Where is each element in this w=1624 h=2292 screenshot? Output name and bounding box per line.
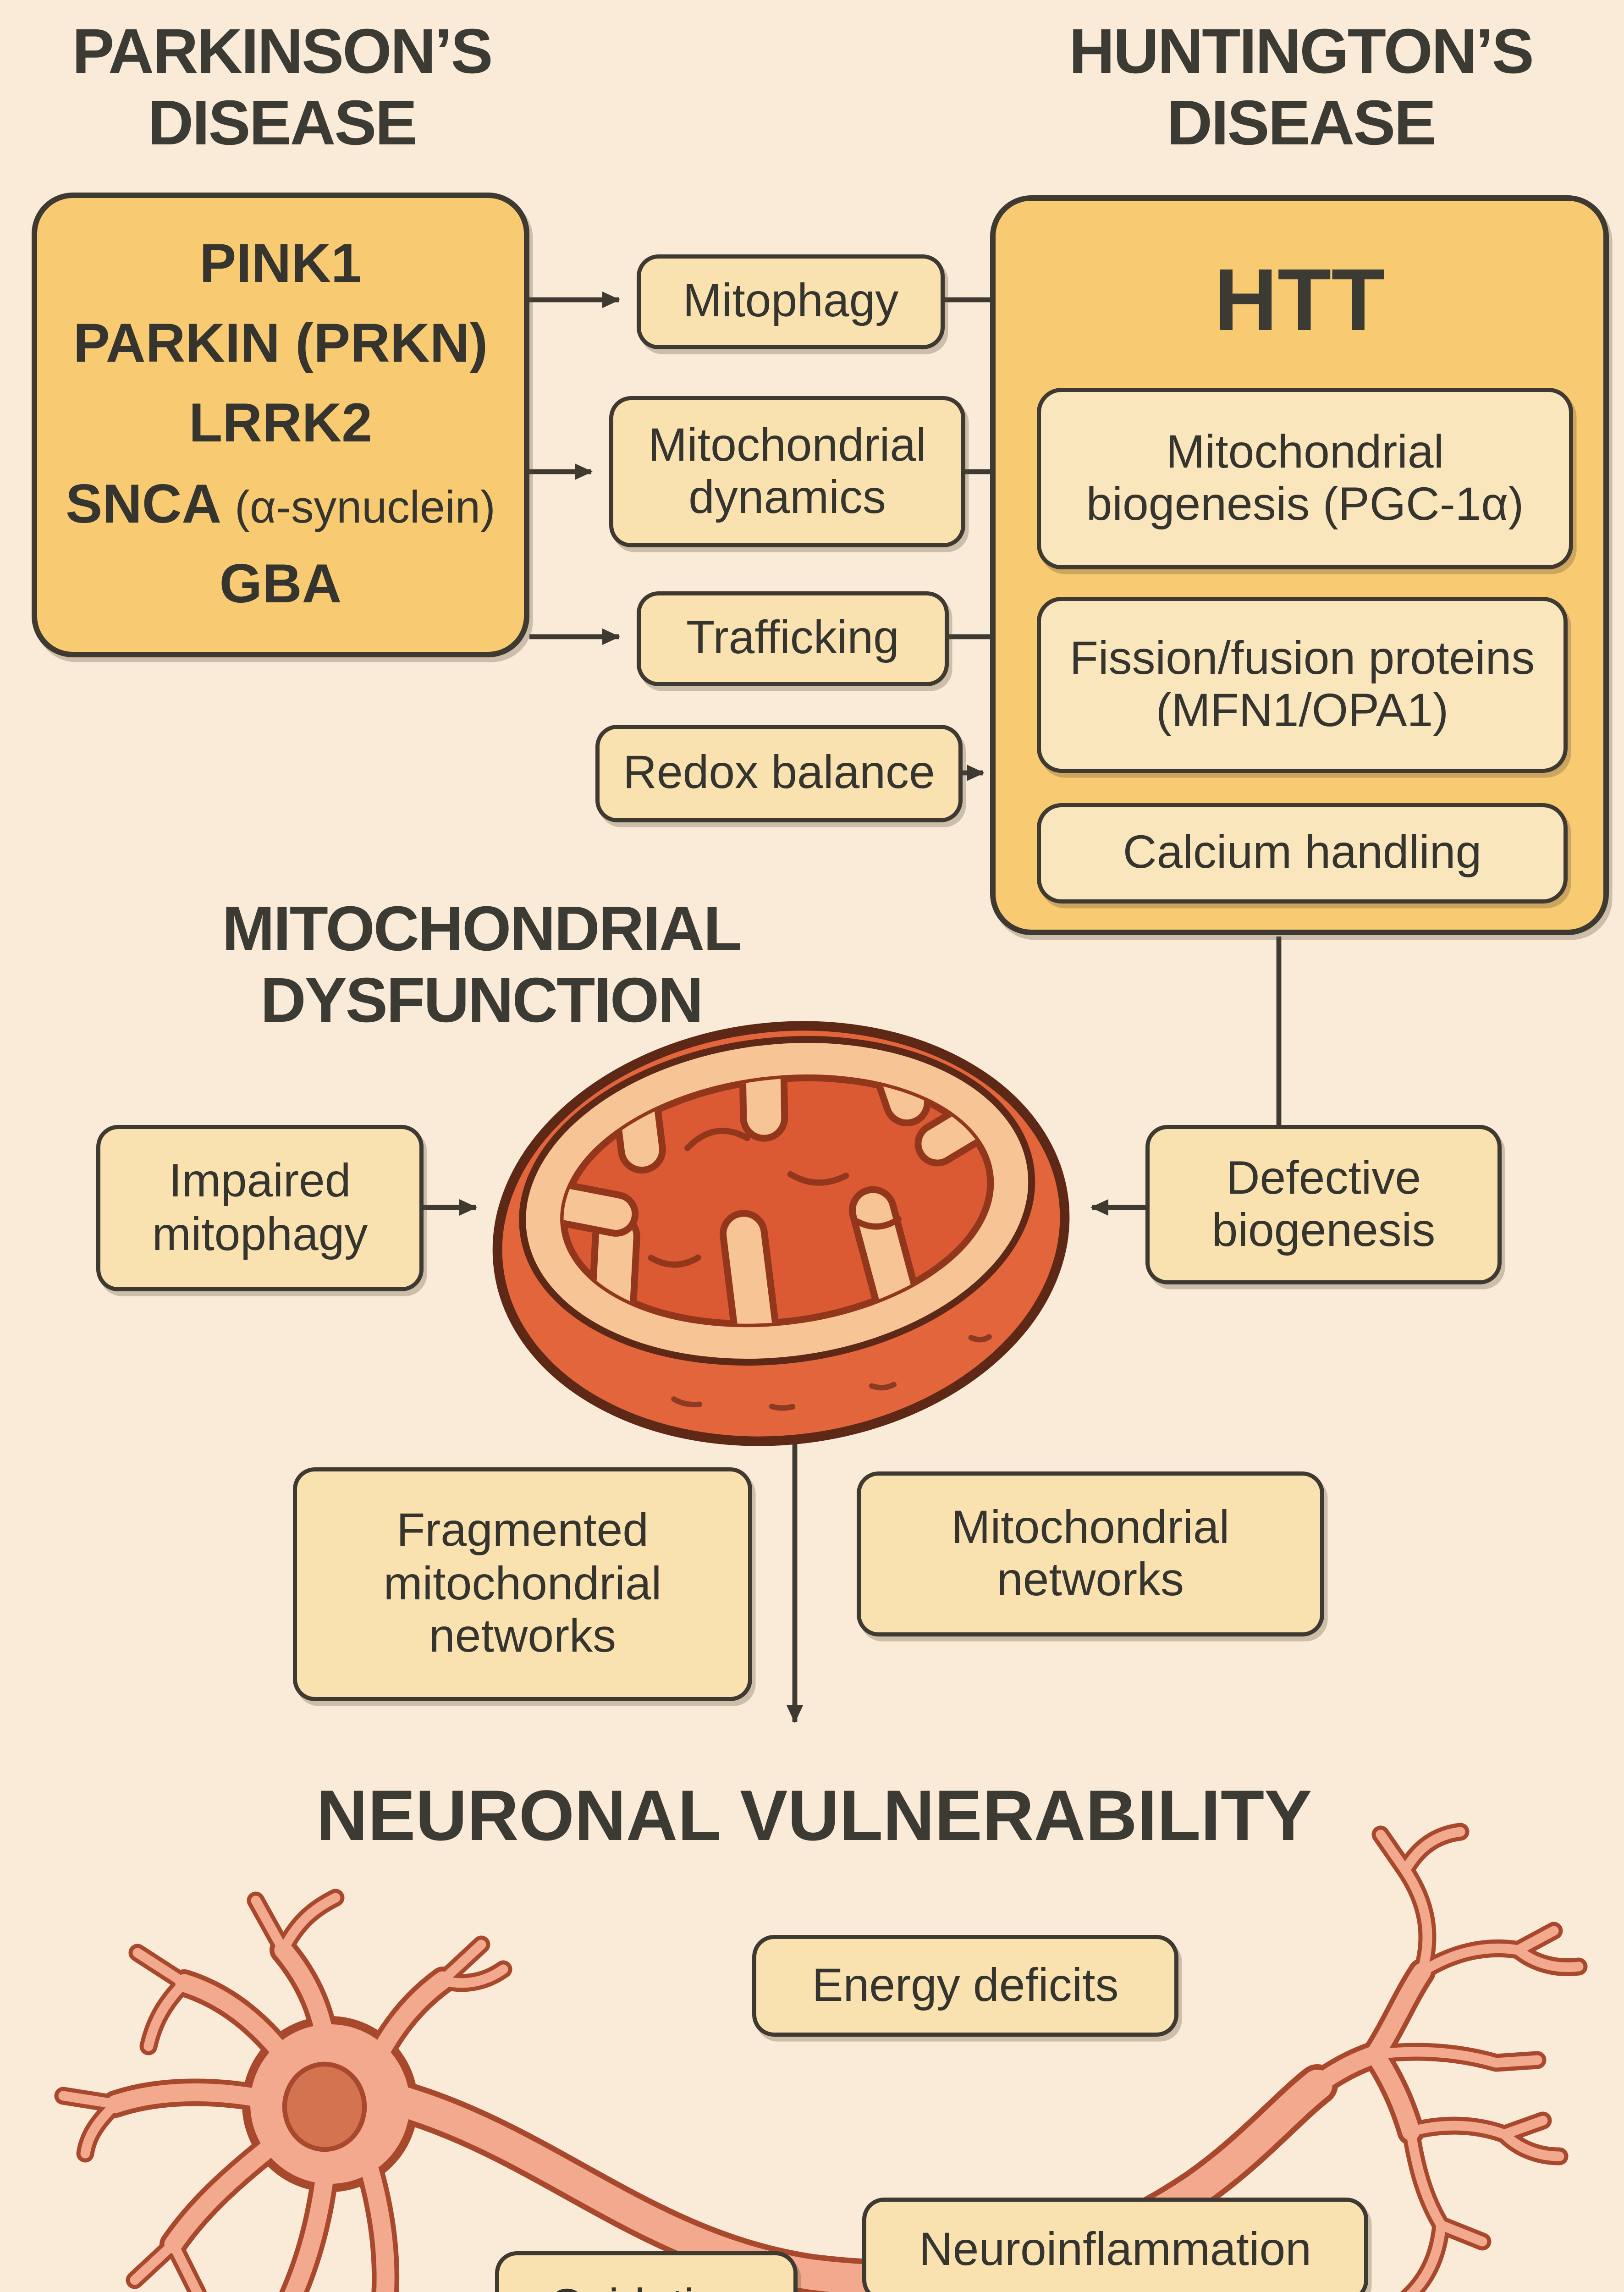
htt-subbox-biogenesis: Mitochondrial biogenesis (PGC-1α) xyxy=(1037,388,1573,569)
label-impaired-mitophagy: Impaired mitophagy xyxy=(152,1155,368,1261)
htt-label-calcium-handling: Calcium handling xyxy=(1123,826,1482,879)
htt-label-fission-fusion: Fission/fusion proteins (MFN1/OPA1) xyxy=(1069,632,1535,737)
gene-gba: GBA xyxy=(219,554,342,615)
mitochondrion-surface-marks xyxy=(671,1334,992,1411)
dysfunction-header-line1: MITOCHONDRIAL xyxy=(222,893,742,964)
gene-snca-symbol: SNCA xyxy=(66,474,220,534)
label-mitochondrial-networks: Mitochondrial networks xyxy=(951,1501,1230,1606)
parkinsons-header-line1: PARKINSON’S xyxy=(72,15,493,87)
gene-snca: SNCA (α-synuclein) xyxy=(66,474,495,536)
box-neuroinflammation: Neuroinflammation xyxy=(862,2198,1368,2292)
label-neuroinflammation: Neuroinflammation xyxy=(919,2223,1312,2276)
gene-pink1: PINK1 xyxy=(199,234,362,295)
huntingtons-htt-box: HTT Mitochondrial biogenesis (PGC-1α) Fi… xyxy=(990,195,1609,935)
box-impaired-mitophagy: Impaired mitophagy xyxy=(96,1125,424,1291)
htt-subbox-calcium-handling: Calcium handling xyxy=(1037,803,1568,904)
huntingtons-header-line1: HUNTINGTON’S xyxy=(1069,15,1534,87)
label-energy-deficits: Energy deficits xyxy=(812,1959,1119,2012)
process-label-trafficking: Trafficking xyxy=(686,612,899,665)
huntingtons-disease-header: HUNTINGTON’S DISEASE xyxy=(1018,15,1584,158)
neuron-nucleus xyxy=(282,2061,367,2152)
parkinsons-genes-box: PINK1 PARKIN (PRKN) LRRK2 SNCA (α-synucl… xyxy=(32,193,529,657)
box-energy-deficits: Energy deficits xyxy=(752,1935,1178,2037)
dysfunction-header-line2: DYSFUNCTION xyxy=(260,963,704,1035)
htt-title: HTT xyxy=(1214,250,1385,349)
huntingtons-header-line2: DISEASE xyxy=(1167,86,1437,158)
process-label-dynamics: Mitochondrial dynamics xyxy=(648,419,926,524)
process-box-mitophagy: Mitophagy xyxy=(637,254,945,349)
neuronal-vulnerability-header: NEURONAL VULNERABILITY xyxy=(316,1777,1312,1857)
label-defective-biogenesis: Defective biogenesis xyxy=(1211,1152,1436,1257)
process-label-mitophagy: Mitophagy xyxy=(683,275,899,328)
box-oxidative-stress: Oxidative stress xyxy=(495,2251,798,2292)
box-fragmented-networks: Fragmented mitochondrial networks xyxy=(293,1467,752,1701)
label-fragmented-networks: Fragmented mitochondrial networks xyxy=(383,1505,662,1663)
mitochondrial-dysfunction-header: MITOCHONDRIAL DYSFUNCTION xyxy=(179,893,784,1036)
box-mitochondrial-networks: Mitochondrial networks xyxy=(857,1471,1324,1636)
process-box-trafficking: Trafficking xyxy=(637,591,949,686)
parkinsons-disease-header: PARKINSON’S DISEASE xyxy=(7,15,557,158)
mitochondrion-illustration xyxy=(492,1021,1070,1446)
gene-snca-note: (α-synuclein) xyxy=(235,480,495,532)
process-label-redox: Redox balance xyxy=(623,747,935,799)
gene-parkin: PARKIN (PRKN) xyxy=(73,314,488,375)
process-box-redox-balance: Redox balance xyxy=(595,725,963,822)
gene-lrrk2: LRRK2 xyxy=(188,394,373,455)
box-defective-biogenesis: Defective biogenesis xyxy=(1145,1125,1502,1284)
process-box-mitochondrial-dynamics: Mitochondrial dynamics xyxy=(609,396,965,547)
parkinsons-header-line2: DISEASE xyxy=(148,86,418,158)
htt-subbox-fission-fusion: Fission/fusion proteins (MFN1/OPA1) xyxy=(1037,597,1568,773)
htt-label-biogenesis: Mitochondrial biogenesis (PGC-1α) xyxy=(1086,425,1524,531)
label-oxidative-stress: Oxidative stress xyxy=(510,2280,782,2292)
